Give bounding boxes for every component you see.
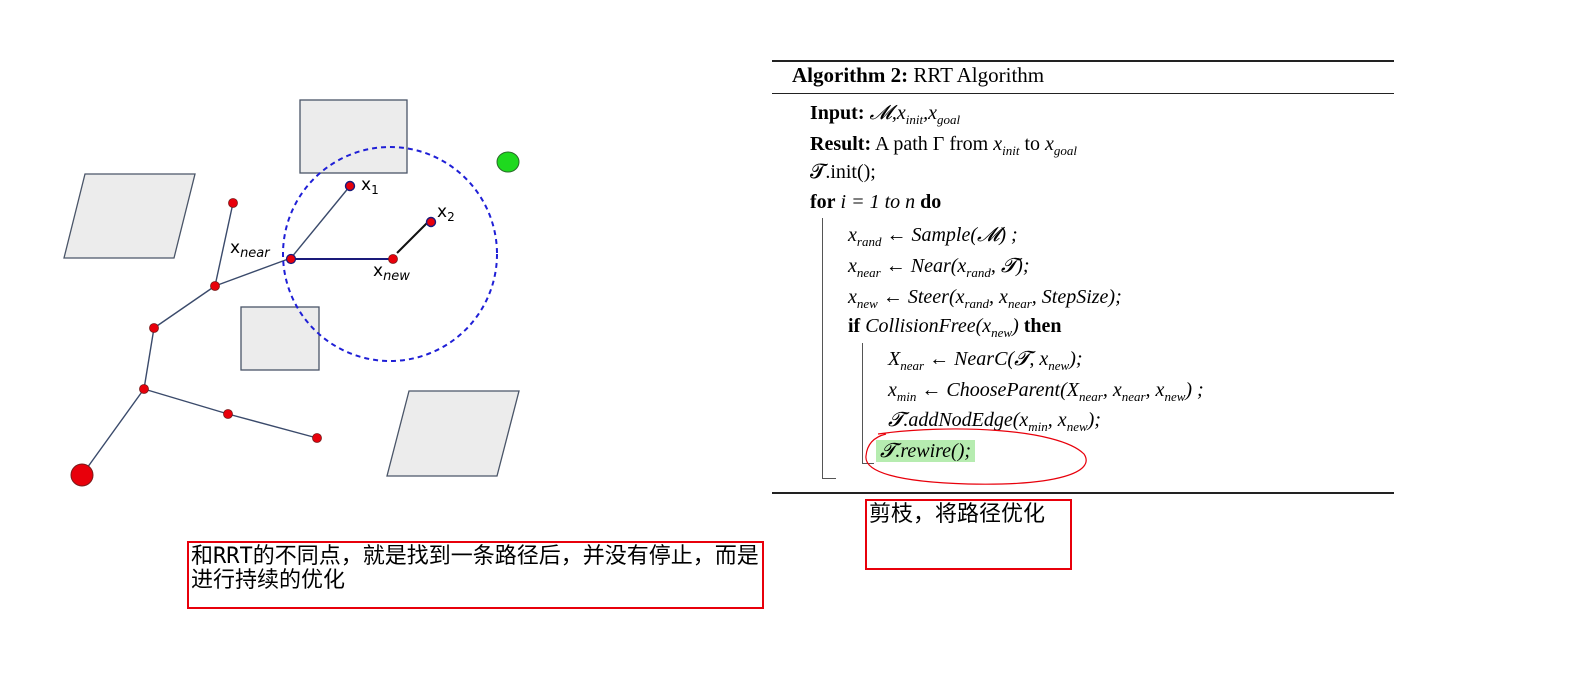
for-block-bar xyxy=(822,218,823,478)
near-radius-circle xyxy=(282,146,498,362)
steer-line: xnew ← Steer(xrand, xnear, StepSize); xyxy=(848,286,1122,311)
if-line: if CollisionFree(xnew) then xyxy=(848,315,1062,340)
label-x2: x2 xyxy=(437,202,455,224)
goal-node xyxy=(496,151,520,173)
for-line: for i = 1 to n do xyxy=(810,191,942,213)
algorithm-box: Algorithm 2: RRT Algorithm Input: 𝓜,xini… xyxy=(772,60,1394,496)
for-block-end xyxy=(822,478,836,479)
bottom-rule xyxy=(772,492,1394,494)
result-line: Result: A path Γ from xinit to xgoal xyxy=(810,133,1078,158)
obstacle-parallelogram-left xyxy=(63,173,196,259)
label-x-new: xnew xyxy=(373,261,410,284)
node-x2 xyxy=(425,216,437,228)
rewire-highlight: 𝓣.rewire(); xyxy=(876,440,976,462)
near-line: xnear ← Near(xrand, 𝓣); xyxy=(848,255,1030,280)
title-rule xyxy=(772,93,1394,94)
label-x1: x1 xyxy=(361,175,379,197)
node-x1 xyxy=(344,180,356,192)
rewire-line: 𝓣.rewire(); xyxy=(876,439,976,463)
note-difference: 和RRT的不同点，就是找到一条路径后，并没有停止，而是进行持续的优化 xyxy=(187,541,764,609)
rewire-ellipse-annotation xyxy=(865,428,1087,485)
sample-line: xrand ← Sample(𝓜) ; xyxy=(848,224,1018,249)
choose-parent-line: xmin ← ChooseParent(Xnear, xnear, xnew) … xyxy=(888,379,1204,404)
tree-nodes xyxy=(139,198,322,443)
init-line: 𝓣.init(); xyxy=(810,161,876,183)
obstacle-square-top xyxy=(299,99,408,174)
node-x-new xyxy=(388,254,398,264)
obstacle-parallelogram-right xyxy=(386,390,520,477)
start-node xyxy=(70,463,94,487)
note-rewire: 剪枝，将路径优化 xyxy=(865,499,1072,570)
add-edge-line: 𝓣.addNodEdge(xmin, xnew); xyxy=(888,409,1101,434)
obstacle-square-middle xyxy=(240,306,320,371)
top-rule xyxy=(772,60,1394,62)
input-line: Input: 𝓜,xinit,xgoal xyxy=(810,102,961,127)
rrt-star-diagram: xnear xnew x1 x2 xyxy=(63,99,520,487)
nearc-line: Xnear ← NearC(𝓣, xnew); xyxy=(888,348,1083,373)
edge-xnew-x2 xyxy=(396,222,428,254)
if-block-bar xyxy=(862,343,863,463)
label-x-near: xnear xyxy=(230,238,271,261)
tree-edges xyxy=(81,185,351,476)
node-x-near xyxy=(285,253,297,265)
algorithm-title: Algorithm 2: RRT Algorithm xyxy=(792,63,1045,87)
